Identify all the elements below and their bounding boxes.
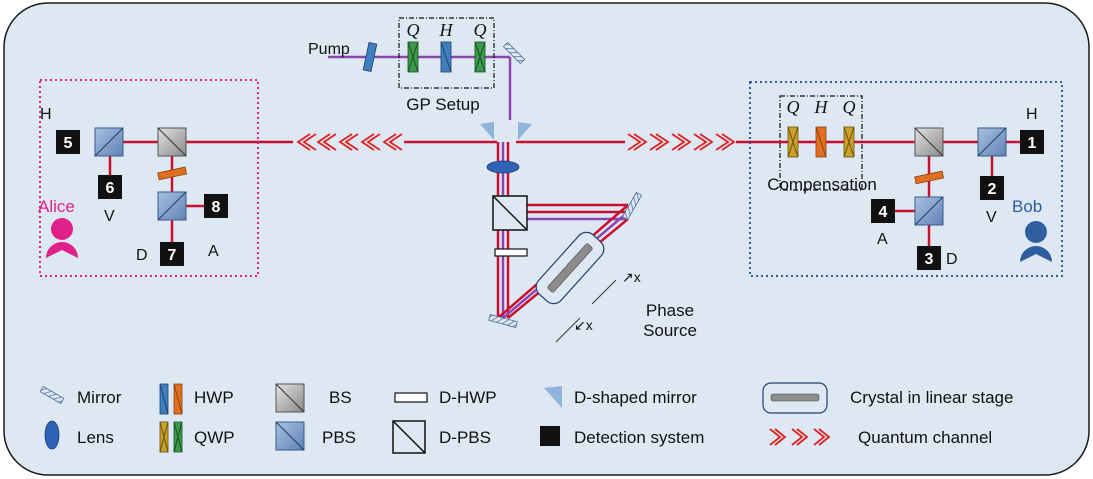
legend-detection-label: Detection system [574,428,704,447]
gp-setup-label: GP Setup [406,95,479,114]
legend-qwp-icon [159,421,183,453]
comp-h-label: H [814,97,829,117]
legend-pbs-label: PBS [322,428,356,447]
alice-avatar-icon [46,218,78,258]
legend-lens-label: Lens [77,428,114,447]
svg-text:6: 6 [106,180,115,197]
legend-detection-icon [540,426,560,446]
alice-box [39,79,259,277]
d-hwp [494,248,528,257]
comp-hwp [815,126,827,158]
legend-mirror-label: Mirror [77,388,122,407]
arrow-x-label-bottom: ↙x [574,317,593,333]
alice-pbs-da [157,191,187,221]
legend-dpbs-label: D-PBS [439,428,491,447]
legend-crystal-label: Crystal in linear stage [850,388,1013,407]
bob-detector-4: 4 [871,199,895,223]
svg-text:8: 8 [212,199,221,216]
bob-pbs-hv [977,127,1007,157]
compensation-box [779,95,863,191]
bob-detector-3: 3 [917,246,941,270]
bob-avatar-icon [1020,221,1052,262]
translation-arrows: ↗x ↙x [555,269,641,343]
pump-label: Pump [308,41,350,58]
lens [486,160,520,174]
alice-detector-8: 8 [204,194,228,218]
arrow-x-label-top: ↗x [622,269,641,285]
bob-port-d: D [946,251,958,268]
bob-port-a: A [877,231,888,248]
bob-port-v: V [986,209,997,226]
bob-box [749,81,1063,277]
svg-text:7: 7 [168,247,177,264]
legend-channel-label: Quantum channel [858,428,992,447]
gp-setup-box [398,17,495,89]
legend-dhwp-label: D-HWP [439,388,497,407]
legend-lens-icon [44,420,60,450]
bob-pbs-da [914,196,944,226]
legend-dpbs-icon [392,420,426,454]
d-shaped-mirror-left [480,122,494,140]
d-pbs [492,195,528,231]
comp-q2-label: Q [843,97,856,117]
legend-mirror-icon [39,385,65,405]
legend-dhwp-icon [394,392,428,403]
bob-detector-2: 2 [980,176,1004,200]
legend-dmirror-icon [544,386,562,408]
gp-qwp-2 [474,41,486,73]
legend-bs-icon [275,383,305,413]
alice-bs [157,127,187,157]
alice-port-d: D [136,247,148,264]
legend-dmirror-label: D-shaped mirror [574,388,697,407]
bob-hwp [914,170,945,185]
alice-port-h: H [40,106,52,123]
pump-mirror [502,41,526,65]
comp-qwp-2 [843,126,855,158]
legend-bs-label: BS [329,388,352,407]
svg-text:5: 5 [64,135,73,152]
phase-label: Phase [646,301,694,320]
gp-q1-label: Q [407,20,420,40]
svg-text:4: 4 [879,204,888,221]
alice-label: Alice [38,197,75,216]
gp-h-label: H [439,20,454,40]
bob-bs [914,127,944,157]
compensation-label: Compensation [767,175,877,194]
quantum-channel-right [627,133,736,151]
bob-port-h: H [1026,106,1038,123]
crystal-in-stage [535,231,605,305]
alice-detector-6: 6 [98,175,122,199]
gp-q2-label: Q [474,20,487,40]
legend-hwp-icon [159,383,183,415]
alice-pbs-hv [94,127,124,157]
svg-text:2: 2 [988,181,997,198]
alice-port-a: A [208,243,219,260]
legend-channel-icon [769,428,831,446]
gp-qwp-1 [407,41,419,73]
legend: Mirror Lens HWP QWP BS [39,382,1013,454]
d-shaped-mirror-right [518,122,532,140]
legend-pbs-icon [275,421,305,451]
pump-hwp [362,41,378,73]
alice-hwp [157,166,188,181]
bob-label: Bob [1012,197,1042,216]
alice-detector-7: 7 [160,242,184,266]
bob-detector-1: 1 [1020,130,1044,154]
source-label: Source [643,321,697,340]
alice-port-v: V [104,208,115,225]
svg-text:1: 1 [1028,135,1037,152]
svg-text:3: 3 [925,251,934,268]
comp-q1-label: Q [787,97,800,117]
loop-mirror-bottom [488,313,518,329]
comp-qwp-1 [787,126,799,158]
alice-detector-5: 5 [56,130,80,154]
quantum-channel-left [296,133,403,151]
loop-mirror-right [621,191,643,221]
legend-hwp-label: HWP [194,388,234,407]
legend-qwp-label: QWP [194,428,235,447]
gp-hwp [440,41,452,73]
legend-crystal-icon [762,382,828,414]
background-panel [3,2,1090,476]
